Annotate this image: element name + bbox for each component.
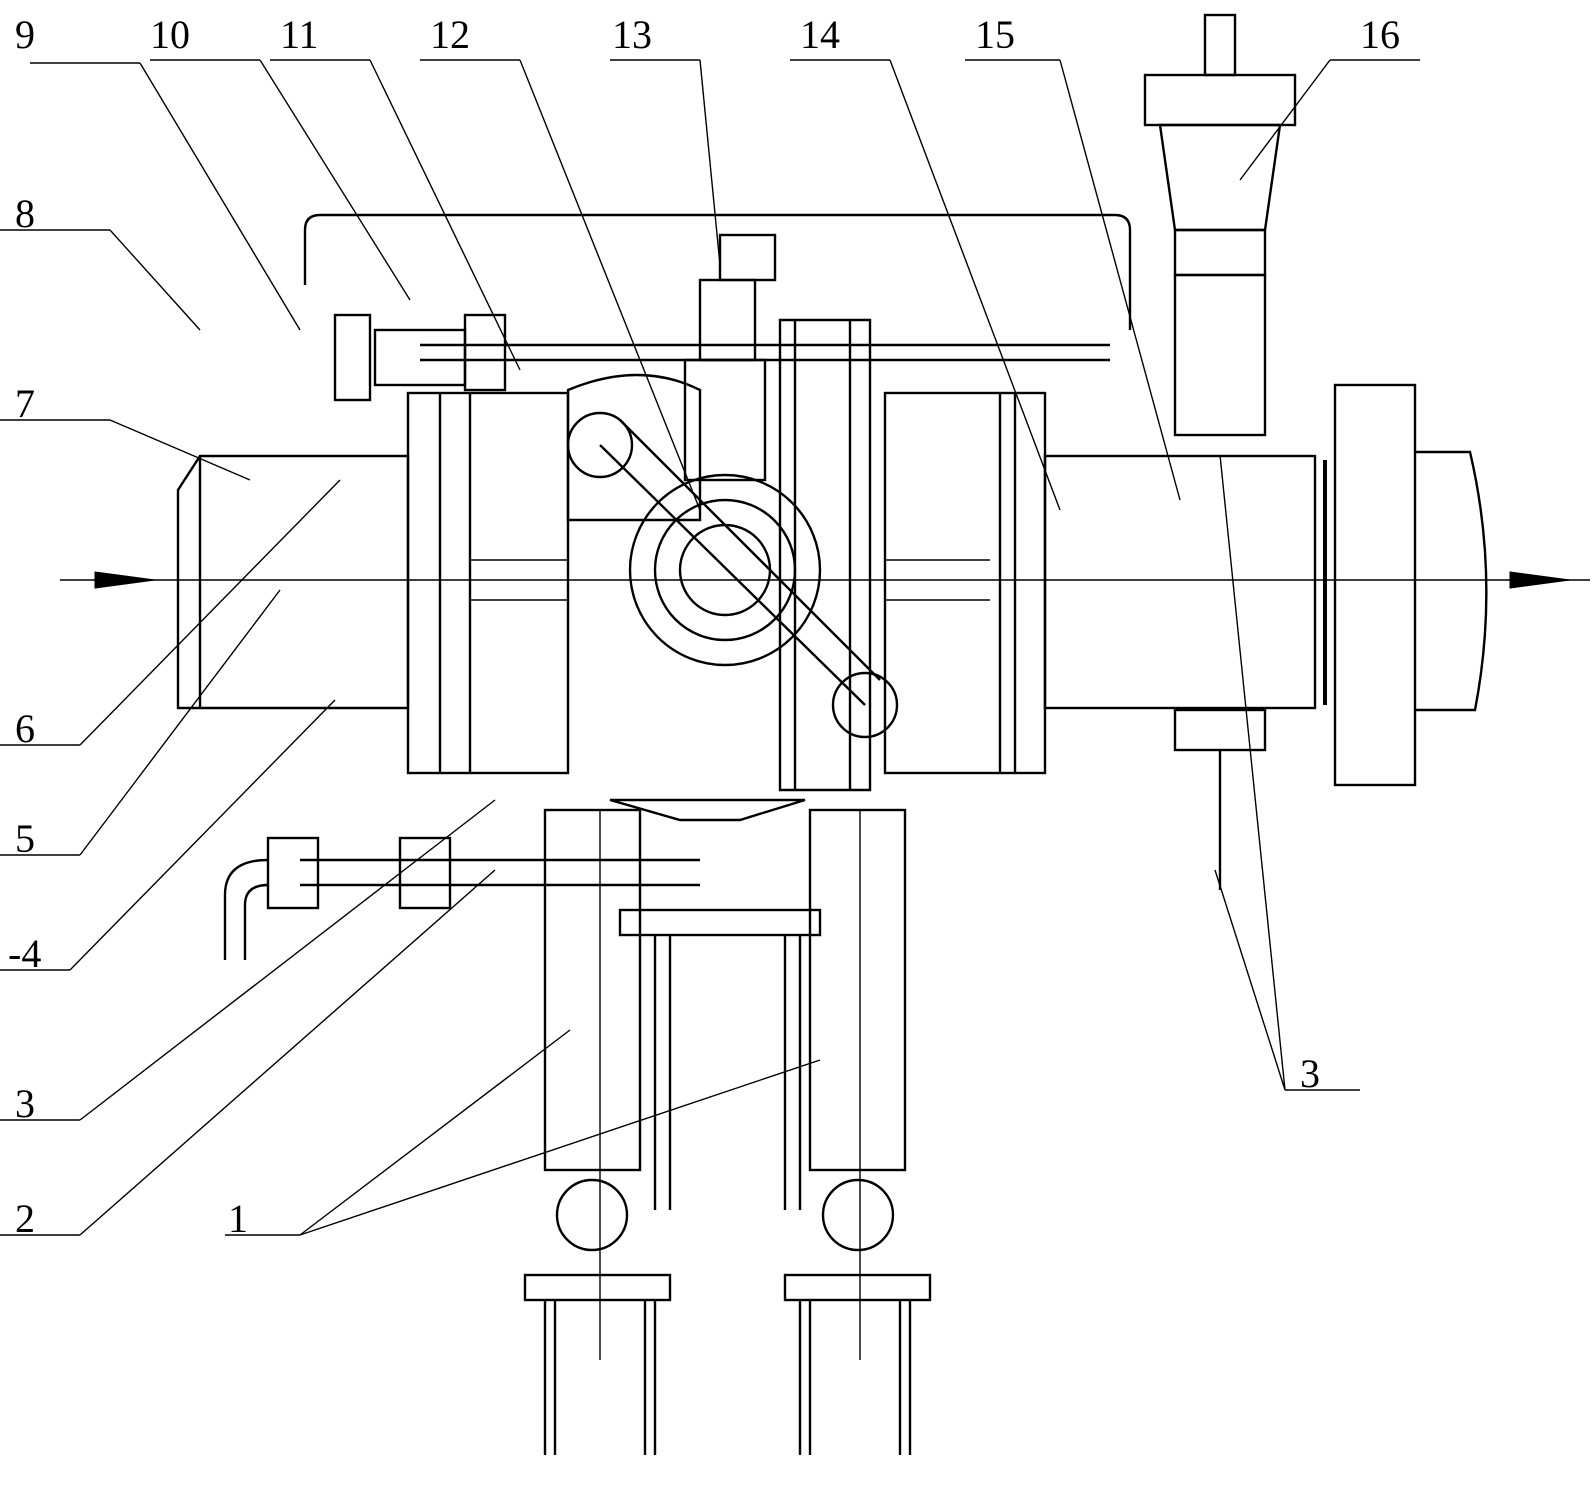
- callout-6: 6: [15, 706, 35, 751]
- callout-1: 1: [228, 1196, 248, 1241]
- callout-12: 12: [430, 12, 470, 57]
- callout-10: 10: [150, 12, 190, 57]
- callout-2: 2: [15, 1196, 35, 1241]
- support-cylinders: [523, 808, 932, 1455]
- callout-5: 5: [15, 816, 35, 861]
- callout-14: 14: [800, 12, 840, 57]
- callout-15: 15: [975, 12, 1015, 57]
- drain-pipe: [223, 836, 700, 960]
- leader-lines: [0, 59, 1420, 1236]
- callout-8: 8: [15, 191, 35, 236]
- callout-16: 16: [1360, 12, 1400, 57]
- callout-3-left: 3: [15, 1081, 35, 1126]
- callout-9: 9: [15, 12, 35, 57]
- callout-13: 13: [612, 12, 652, 57]
- callout-4: -4: [8, 931, 41, 976]
- callout-11: 11: [280, 12, 319, 57]
- center-housing: [566, 233, 899, 822]
- actuator: [1143, 13, 1297, 890]
- callout-7: 7: [15, 381, 35, 426]
- main-pipeline: [60, 383, 1590, 787]
- callout-3-right: 3: [1300, 1051, 1320, 1096]
- callout-labels: 1 2 3 -4 5 6 7 8 9 10 11 12 13 14 15 16 …: [8, 12, 1400, 1241]
